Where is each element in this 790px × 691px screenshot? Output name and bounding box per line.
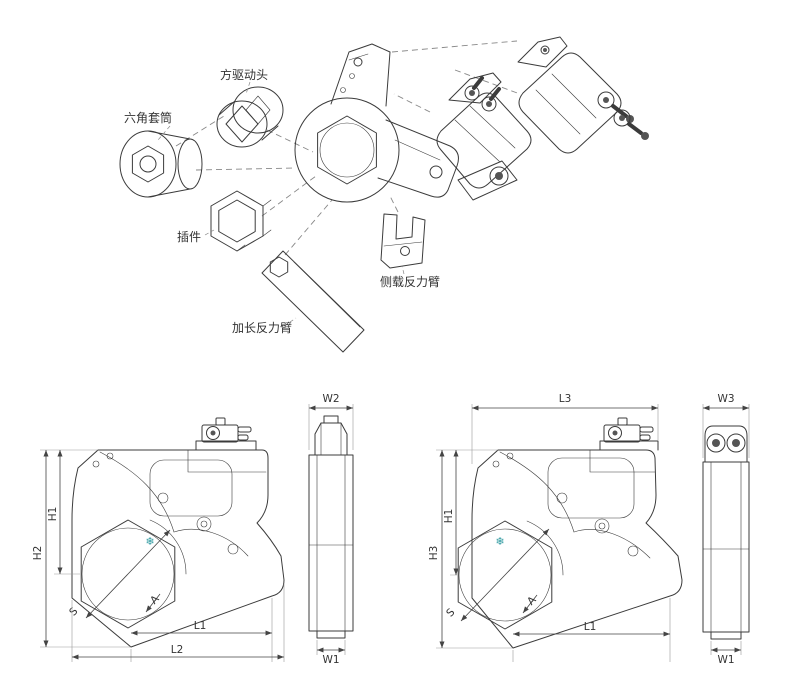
dim-label-h1-left: H1 [47,507,59,522]
dim-label-s-left: S [67,605,80,618]
dim-label-a-left: A [148,593,162,607]
drive-unit-2 [517,36,649,154]
dim-label-l3: L3 [559,393,572,405]
dim-label-h1-right: H1 [443,509,455,524]
right-side-view: ❄ H3 H1 L3 S A L1 [428,393,683,662]
dim-label-w2: W2 [322,393,339,405]
snowflake-mark: ❄ [145,535,154,548]
side-reaction-arm-label: 侧载反力臂 [380,275,440,289]
exploded-labels: 六角套筒 方驱动头 插件 侧载反力臂 加长反力臂 [124,67,440,335]
insert-part [210,190,272,252]
dim-label-l1-left: L1 [194,620,207,632]
right-front-body [702,425,750,640]
dim-label-h3: H3 [428,546,440,561]
dim-label-a-right: A [525,594,539,608]
left-side-body [71,417,285,648]
wrench-body-part [294,43,459,203]
long-reaction-arm-label: 加长反力臂 [232,321,292,335]
right-front-dimensions: W3 W1 [702,393,750,666]
side-reaction-arm-part [380,213,426,269]
right-side-dimensions: H3 H1 L3 S A L1 [428,393,671,662]
left-front-view: W2 W1 [308,393,354,666]
long-reaction-arm-part [261,250,365,353]
left-side-dimensions: H2 H1 S A L1 L2 [32,449,285,662]
dim-label-l2: L2 [171,644,184,656]
exploded-view: 六角套筒 方驱动头 插件 侧载反力臂 加长反力臂 [119,36,649,353]
dim-label-s-right: S [444,606,457,619]
left-front-dimensions: W2 W1 [308,393,354,666]
insert-label: 插件 [177,230,201,244]
drive-unit-1 [436,72,532,201]
hex-socket-part [119,130,203,198]
dim-label-w3: W3 [717,393,734,405]
hex-socket-label: 六角套筒 [124,110,172,125]
right-front-view: W3 W1 [702,393,750,666]
dim-label-h2: H2 [32,546,44,561]
dim-label-l1-right: L1 [584,621,597,633]
square-drive-label: 方驱动头 [220,67,268,82]
dim-label-w1-left: W1 [322,654,339,666]
left-front-body [308,415,354,639]
hex-opening [80,519,176,629]
right-side-body [457,417,683,649]
left-side-view: ❄ H2 H1 S A L1 L2 [32,417,285,662]
snowflake-mark: ❄ [495,535,504,548]
dim-label-w1-right: W1 [717,654,734,666]
assembly-dashed-lines [175,40,521,256]
square-drive-part [216,86,284,148]
